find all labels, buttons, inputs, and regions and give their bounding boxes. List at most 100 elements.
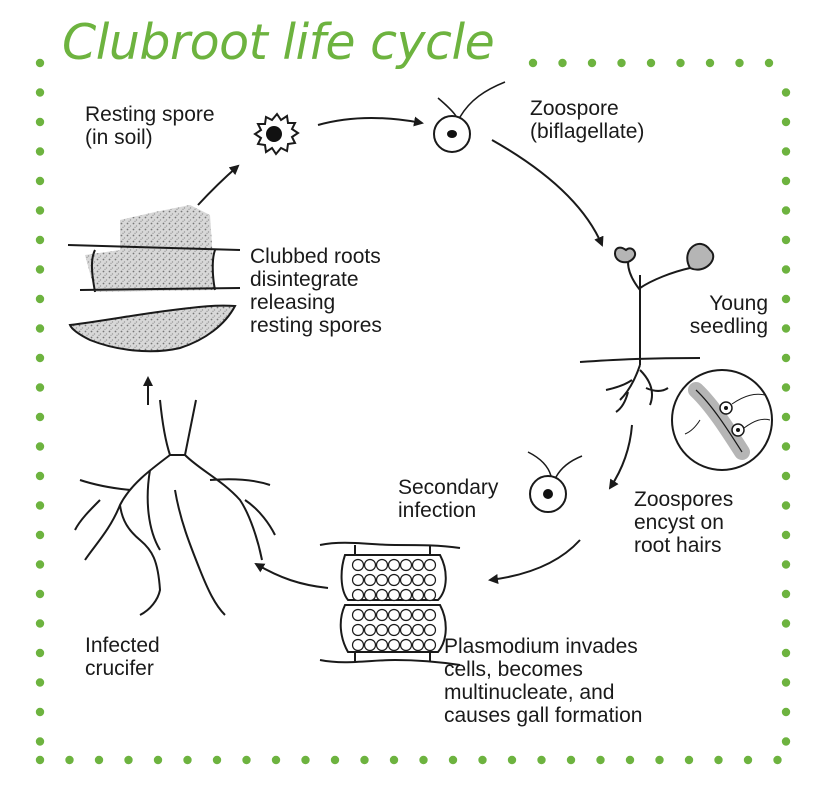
border-dot [781,678,791,687]
border-dot [35,560,45,569]
nucleus-dot [351,623,365,637]
nucleus-dot [375,608,389,622]
border-dot [35,530,45,540]
nucleus-dot [363,638,377,652]
border-dot [35,235,45,245]
arrow-spore-to-zoospore [317,116,424,127]
border-dot [625,755,635,765]
nucleus-dot [399,638,413,652]
border-dot [714,755,723,765]
nucleus-dot [375,588,389,602]
label-resting-spore: Resting spore (in soil) [85,103,215,149]
border-dot [781,235,791,245]
clubbed-roots-icon [67,205,241,353]
label-plasmodium: Plasmodium invades cells, becomes multin… [444,635,643,727]
nucleus-dot [351,573,365,587]
border-dot [35,147,45,156]
nucleus-dot [423,623,437,637]
border-dot [781,530,791,540]
root-hair-inset-icon [671,369,773,471]
nucleus-dot [363,573,377,587]
nucleus-dot [363,588,377,602]
nucleus-dot [387,638,401,652]
border-dot [35,88,45,97]
nucleus-dot [363,623,377,637]
border-dot [35,755,45,765]
border-dot [183,755,192,765]
plasmodium-cells-icon [319,541,461,666]
border-dot [360,755,369,765]
border-dot [781,206,791,215]
border-dot [35,412,45,422]
border-dot [271,755,281,765]
border-dot [35,353,45,363]
border-dot [389,755,399,765]
page-title: Clubroot life cycle [62,14,495,71]
border-dot [587,58,597,68]
border-dot [35,471,45,481]
nucleus-dot [375,638,389,652]
border-dot [781,88,791,97]
border-dot [35,589,45,599]
border-dot [735,58,744,68]
border-dot [646,58,656,68]
border-dot [35,707,45,717]
border-dot [35,176,45,186]
border-dot [301,755,310,765]
label-young-seedling: Young seedling [689,292,768,338]
nucleus-dot [423,638,437,652]
border-dot [705,58,715,68]
nucleus-dot [351,558,365,572]
border-dot [448,755,458,765]
border-dot [566,755,576,765]
border-dot [596,755,605,765]
arrow-plasmodium-to-crucifer [254,562,329,589]
border-dot [35,501,45,510]
border-dot [655,755,664,765]
border-dot [537,755,546,765]
nucleus-dot [375,573,389,587]
nucleus-dot [351,638,365,652]
nucleus-dot [387,608,401,622]
border-dot [781,412,791,422]
border-dot [558,58,567,68]
border-dot [35,383,45,392]
border-dot [781,737,791,746]
border-dot [743,755,753,765]
border-dot [781,353,791,363]
border-dot [419,755,428,765]
young-seedling-icon [579,242,715,413]
nucleus-dot [423,573,437,587]
nucleus-dot [399,588,413,602]
border-dot [781,589,791,599]
nucleus-dot [387,558,401,572]
border-dot [35,324,45,333]
nucleus-dot [387,573,401,587]
border-dot [212,755,222,765]
arrow-clubbed-to-spore [197,164,240,206]
border-dot [781,442,791,451]
nucleus-dot [399,573,413,587]
border-dot [781,324,791,333]
border-dot [684,755,694,765]
nucleus-dot [411,588,425,602]
border-dot [35,265,45,274]
arrow-zoospore-to-seedling [491,139,604,247]
border-dot [35,648,45,658]
nucleus-dot [375,623,389,637]
border-dot [781,619,791,628]
nucleus-dot [399,558,413,572]
border-dot [781,147,791,156]
border-dot [781,471,791,481]
border-dot [676,58,685,68]
nucleus-dot [351,608,365,622]
border-dot [35,737,45,746]
nucleus-dot [423,608,437,622]
border-dot [617,58,626,68]
zoospore-icon [433,81,506,153]
border-dot [153,755,163,765]
nucleus-dot [399,608,413,622]
border-dot [781,176,791,186]
border-dot [35,294,45,304]
